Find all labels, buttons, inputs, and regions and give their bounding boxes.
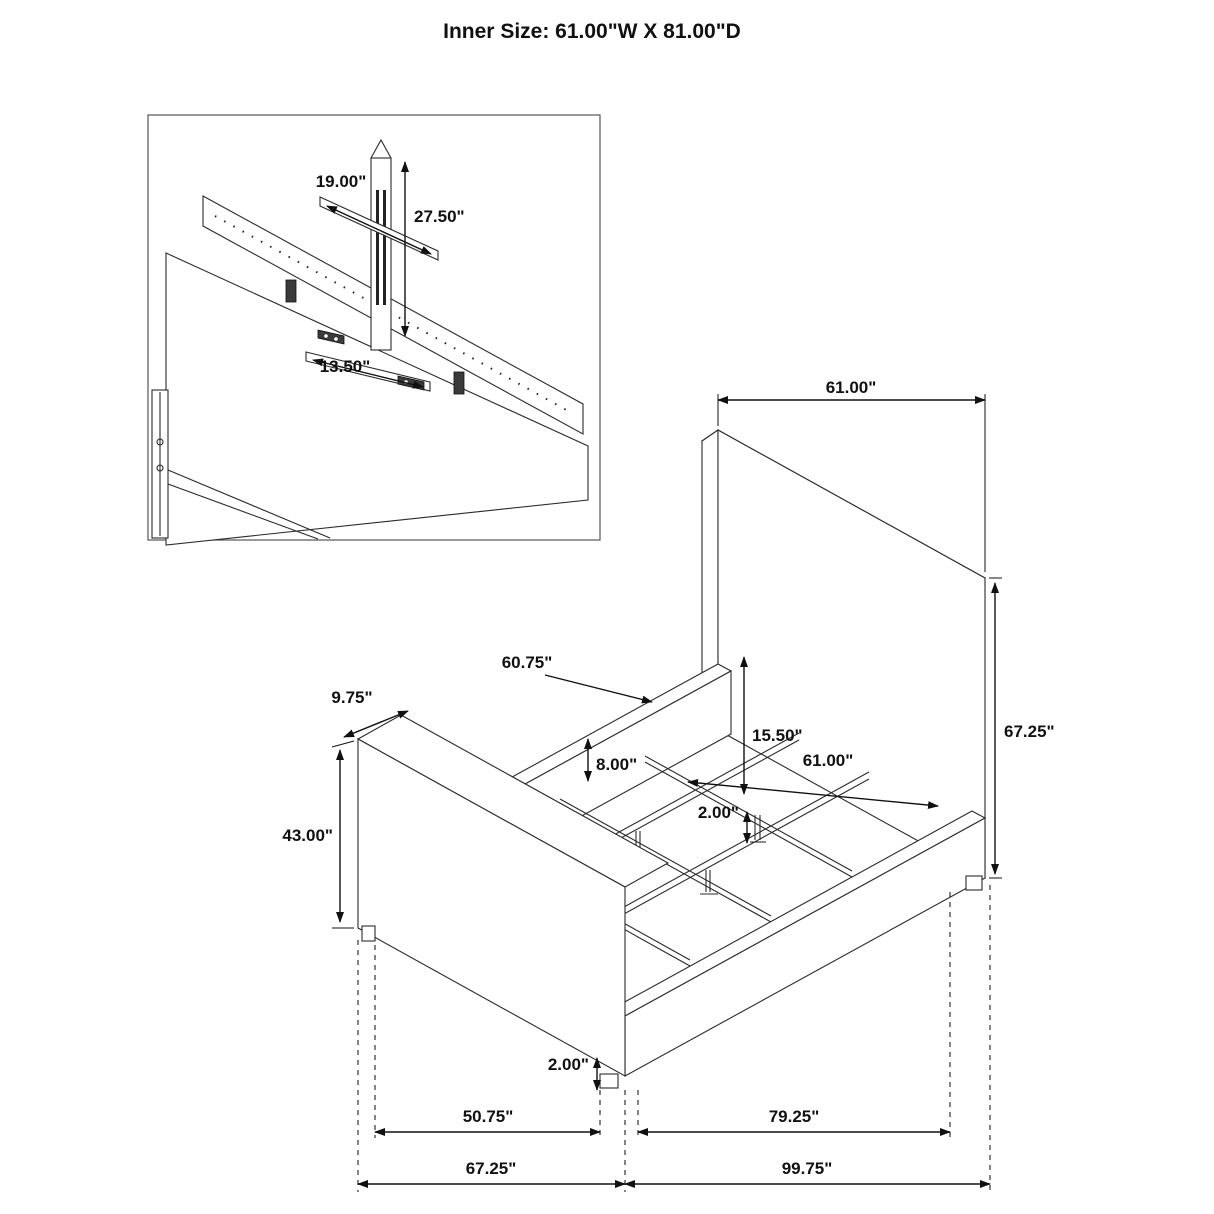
inset-bolt-hole: [156, 438, 164, 446]
dim-inner-width: 61.00": [803, 751, 854, 770]
dim-rail-length: 60.75": [502, 653, 553, 672]
inset-dim-19: 19.00": [316, 172, 367, 191]
dim-footboard-span: 50.75": [463, 1107, 514, 1126]
inset-hinge-bracket: [285, 279, 297, 303]
inset-dim-line-19: [326, 205, 432, 255]
headboard: [700, 428, 987, 879]
right-side-rail: [610, 810, 987, 1077]
inset-dim-line-13-5: [312, 358, 424, 389]
inset-detail-view: 19.00" 27.50" 13.50": [147, 114, 601, 546]
footboard-front-face: [357, 738, 626, 1077]
extension-lines-dashed: [357, 885, 991, 1192]
dim-headboard-height: 67.25": [1004, 722, 1055, 741]
headboard-right-leg: [965, 875, 983, 891]
dim-center-leg: 2.00": [698, 803, 739, 822]
inset-strut-top: [370, 138, 392, 159]
inset-bolt-hole: [156, 464, 164, 472]
inset-dim-13-5: 13.50": [320, 357, 371, 376]
dim-leader-rail-length: [544, 674, 653, 704]
inset-side-rail-line: [167, 469, 331, 539]
bed-isometric: [356, 428, 987, 1089]
dim-line-footboard-thickness: [343, 710, 409, 738]
dim-footboard-height: 43.00": [282, 826, 333, 845]
footboard-right-leg: [599, 1073, 619, 1089]
dimension-annotations: 61.00" 67.25" 60.75" 9.75" 15.50" 8.00" …: [282, 378, 1055, 1192]
inset-strut-slot: [383, 190, 386, 305]
headboard-front-face: [717, 429, 986, 879]
inset-dim-27-5: 27.50": [414, 207, 465, 226]
right-rail-outer-face: [624, 817, 986, 1077]
bed-legs: [361, 875, 983, 1089]
dim-headboard-width: 61.00": [826, 378, 877, 397]
page-title: Inner Size: 61.00"W X 81.00"D: [443, 20, 741, 43]
inset-side-rail-line: [167, 483, 319, 540]
inset-hinge-bracket: [453, 371, 465, 395]
footboard-left-leg: [361, 925, 376, 942]
dim-overall-depth: 99.75": [782, 1159, 833, 1178]
inset-mount-plate: [317, 329, 345, 345]
footboard: [356, 714, 670, 1077]
dim-headboard-clearance: 15.50": [752, 726, 803, 745]
dim-rail-height: 8.00": [596, 755, 637, 774]
dim-footboard-thickness: 9.75": [331, 688, 372, 707]
inset-plate-hole: [324, 334, 328, 338]
inset-plate-hole: [334, 337, 338, 341]
dim-footboard-overall: 67.25": [466, 1159, 517, 1178]
inset-headboard-cleat: [202, 195, 584, 435]
inset-center-strut: [370, 157, 392, 351]
dim-foot-leg: 2.00": [548, 1055, 589, 1074]
dim-line-inner-width: [687, 778, 939, 810]
dim-rail-span: 79.25": [769, 1107, 820, 1126]
inset-strut-slot: [376, 190, 379, 305]
